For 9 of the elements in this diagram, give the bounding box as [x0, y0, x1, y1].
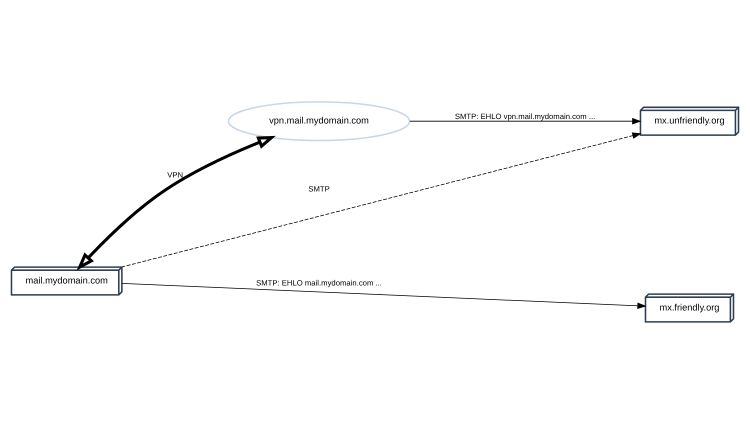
edge-label: SMTP: EHLO mail.mydomain.com ...	[256, 278, 382, 288]
arrow	[76, 135, 276, 270]
node-ellipse: vpn.mail.mydomain.com	[228, 100, 410, 141]
edge-label: SMTP: EHLO vpn.mail.mydomain.com ...	[454, 111, 596, 120]
arrow	[121, 132, 642, 267]
edge-label: VPN	[167, 170, 184, 180]
edge-label: SMTP	[308, 184, 330, 193]
arrow	[122, 282, 647, 309]
arrow	[409, 117, 642, 124]
